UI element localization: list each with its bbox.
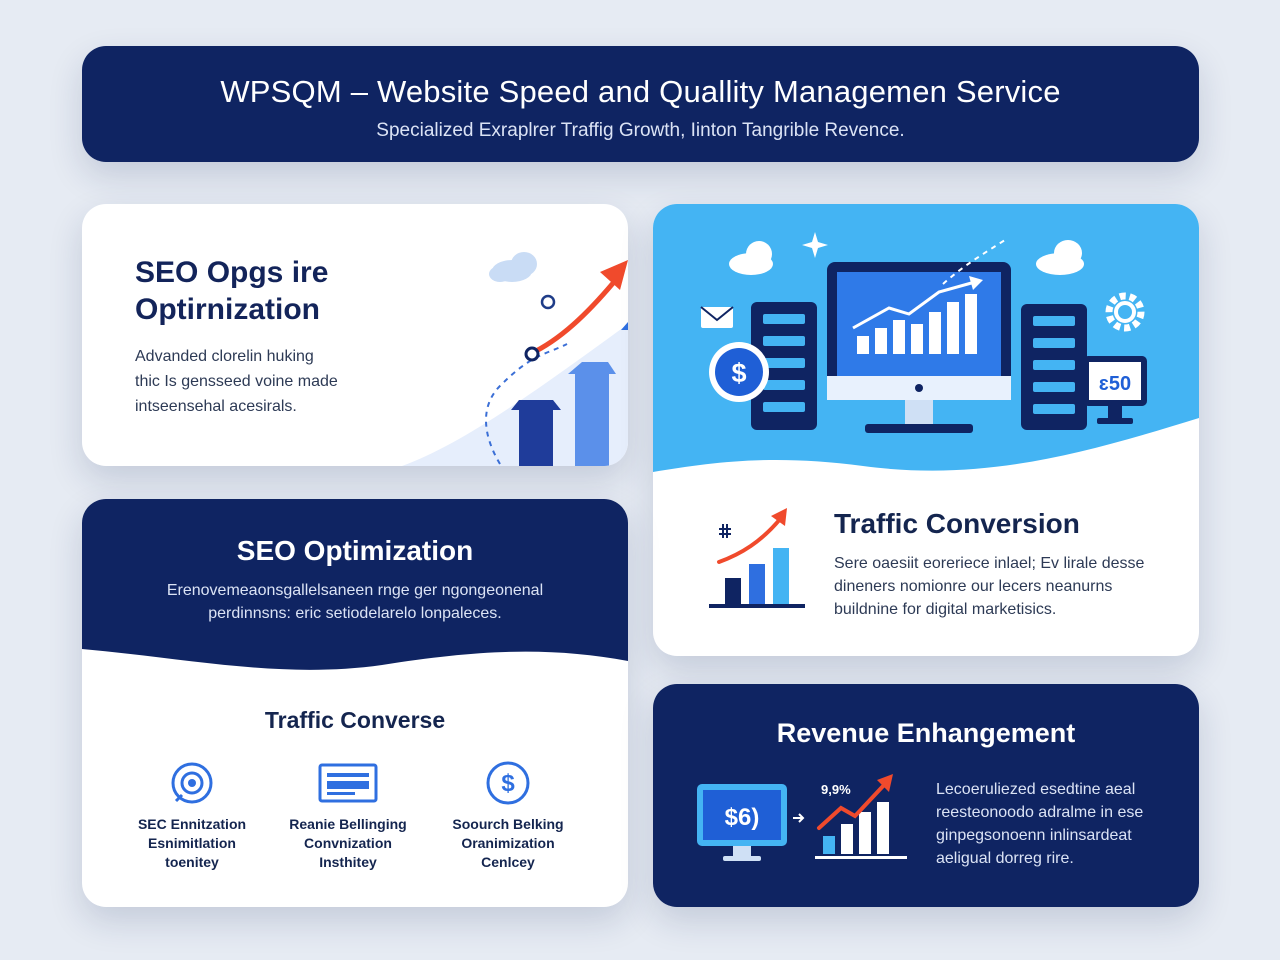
bar-medium (568, 362, 616, 466)
feature-item: SEC Ennitzation Esnimitlation toenitey (112, 759, 272, 872)
point-marker (524, 346, 540, 362)
revenue-illustration: $6) 9,9% (697, 774, 907, 861)
navy-wave-background (82, 499, 628, 670)
mini-bar-chart-icon (709, 508, 805, 608)
background-wave (402, 324, 628, 466)
revenue-enhancement-card: Revenue Enhangement $6) 9,9% Lecoeruliez… (653, 684, 1199, 907)
cloud-icon (729, 241, 773, 275)
money-icon: $ (709, 342, 769, 402)
mail-icon (700, 306, 734, 328)
dashboard-icon (318, 763, 378, 803)
seo-optimization-features-card: SEO Optimization Erenovemeaonsgallelsane… (82, 499, 628, 907)
sparkle-icon (802, 232, 828, 258)
card-description: Erenovemeaonsgallelsaneen rnge ger ngong… (166, 582, 544, 622)
arrow-right-icon (793, 813, 805, 823)
bar-tall (621, 321, 628, 330)
svg-text:$: $ (501, 770, 515, 797)
gear-icon (1105, 292, 1145, 332)
server-left (751, 302, 817, 430)
dashboard-hero-illustration: $ (653, 204, 1199, 472)
card-description: Lecoeruliezed esedtine aeal reesteonoodo… (936, 781, 1144, 867)
cloud-icon (489, 252, 537, 282)
dollar-icon: $ (486, 761, 530, 805)
growth-arrow-head (600, 260, 628, 290)
traffic-conversion-card: $ (653, 204, 1199, 656)
header-banner: WPSQM – Website Speed and Quallity Manag… (82, 46, 1199, 162)
feature-label: SEC Ennitzation Esnimitlation toenitey (137, 816, 247, 870)
cloud-icon (1036, 240, 1084, 275)
percent-label: 9,9% (821, 782, 851, 797)
dashed-trend-line (485, 343, 568, 465)
seo-optimization-card: SEO Opgs ire Optirnization Advanded clor… (82, 204, 628, 466)
card-heading: Revenue Enhangement (776, 718, 1076, 748)
feature-item: $ Soourch Belking Oranimization Cenlcey (428, 759, 588, 872)
svg-text:$: $ (731, 358, 746, 388)
svg-text:$6): $6) (725, 804, 760, 831)
card-heading: Traffic Conversion (834, 508, 1080, 539)
card-heading: SEO Opgs ire Optirnization (135, 256, 329, 326)
growth-arrow-head (877, 774, 893, 792)
svg-text:ɛ50: ɛ50 (1099, 373, 1131, 395)
growth-arrow (817, 782, 887, 830)
card-heading: SEO Optimization (236, 535, 474, 566)
feature-label: Reanie Bellinging Convnization Insthitey (289, 816, 407, 870)
page-title: WPSQM – Website Speed and Quallity Manag… (220, 74, 1061, 109)
server-right (1021, 304, 1087, 430)
display-icon: ɛ50 (1083, 356, 1147, 424)
card-description: Advanded clorelin huking thic Is genssee… (135, 348, 338, 415)
feature-item: Reanie Bellinging Convnization Insthitey (268, 759, 428, 872)
growth-arrow (527, 279, 617, 357)
card-description: Sere oaesiit eoreriece inlael; Ev lirale… (834, 555, 1145, 618)
feature-label: Soourch Belking Oranimization Cenlcey (452, 816, 564, 870)
circle-marker (540, 294, 556, 310)
section-subheading: Traffic Converse (264, 707, 446, 733)
monitor-icon (827, 262, 1011, 433)
bar-short (511, 400, 561, 466)
growth-chart-illustration (402, 252, 628, 466)
page-subtitle: Specialized Exraplrer Traffig Growth, Ii… (376, 120, 905, 141)
target-icon (171, 762, 213, 804)
monitor-icon: $6) (697, 784, 787, 861)
bar-chart-icon (815, 802, 907, 859)
